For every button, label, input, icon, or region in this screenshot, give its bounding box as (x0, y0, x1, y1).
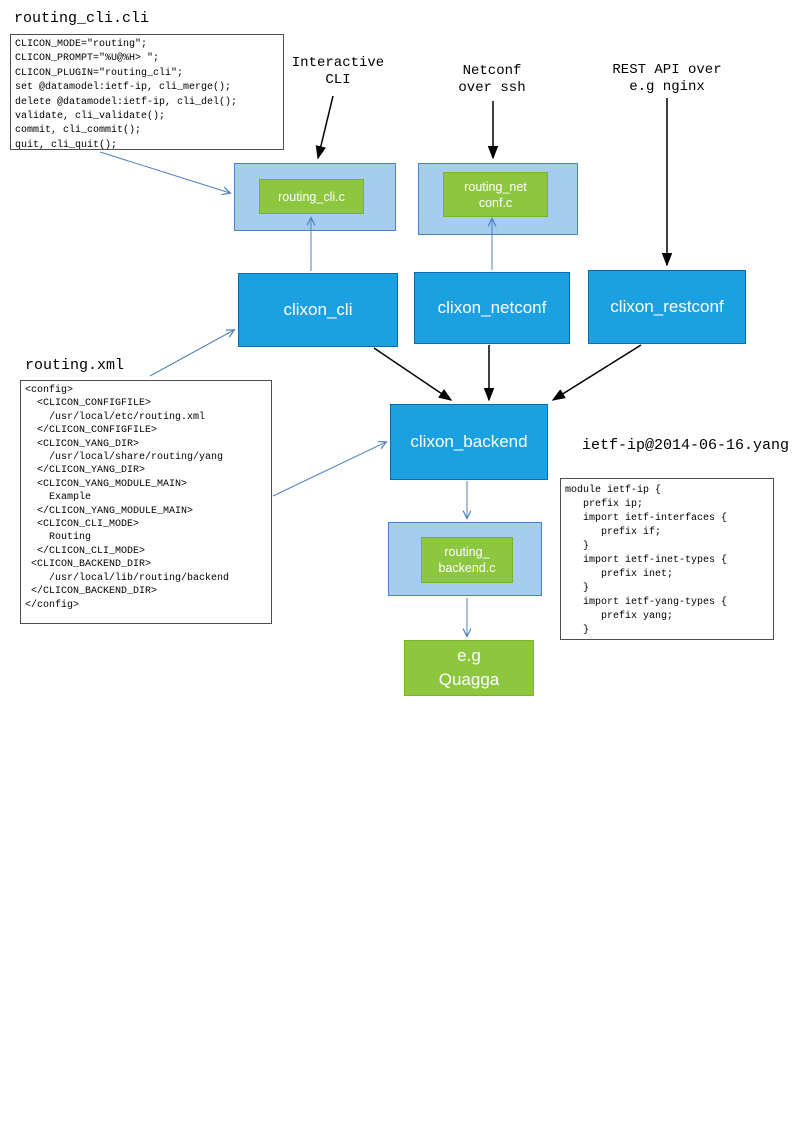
node-clixon-restconf: clixon_restconf (588, 270, 746, 344)
node-clixon-backend: clixon_backend (390, 404, 548, 480)
codebox-ietf-ip-yang: module ietf-ip { prefix ip; import ietf-… (560, 478, 774, 640)
node-quagga: e.g Quagga (404, 640, 534, 696)
codebox-routing-xml: <config> <CLICON_CONFIGFILE> /usr/local/… (20, 380, 272, 624)
node-routing-backend-c: routing_ backend.c (421, 537, 513, 583)
node-clixon-cli: clixon_cli (238, 273, 398, 347)
label-ietf-ip-yang-file: ietf-ip@2014-06-16.yang (582, 437, 790, 454)
arrow-xml-to-clixon-backend (272, 442, 386, 497)
plugin-container-backend: routing_ backend.c (388, 522, 542, 596)
node-routing-cli-c: routing_cli.c (259, 179, 364, 214)
arrow-interactive-cli-to-plugin (315, 95, 334, 160)
label-routing-xml-file: routing.xml (25, 357, 125, 374)
arrow-cli-to-backend (373, 347, 453, 401)
label-interactive-cli: Interactive CLI (291, 55, 385, 88)
arrow-restconf-to-backend (551, 344, 642, 401)
label-netconf-over-ssh: Netconf over ssh (458, 63, 526, 96)
node-routing-netconf-c: routing_net conf.c (443, 172, 548, 217)
arrow-xml-to-clixon-cli (149, 330, 234, 377)
node-clixon-netconf: clixon_netconf (414, 272, 570, 344)
arrow-cli-file-to-plugin (99, 151, 230, 193)
label-routing-cli-file: routing_cli.cli (14, 10, 150, 27)
plugin-container-cli: routing_cli.c (234, 163, 396, 231)
plugin-container-netconf: routing_net conf.c (418, 163, 578, 235)
label-rest-api-nginx: REST API over e.g nginx (612, 62, 722, 95)
codebox-routing-cli: CLICON_MODE="routing"; CLICON_PROMPT="%U… (10, 34, 284, 150)
